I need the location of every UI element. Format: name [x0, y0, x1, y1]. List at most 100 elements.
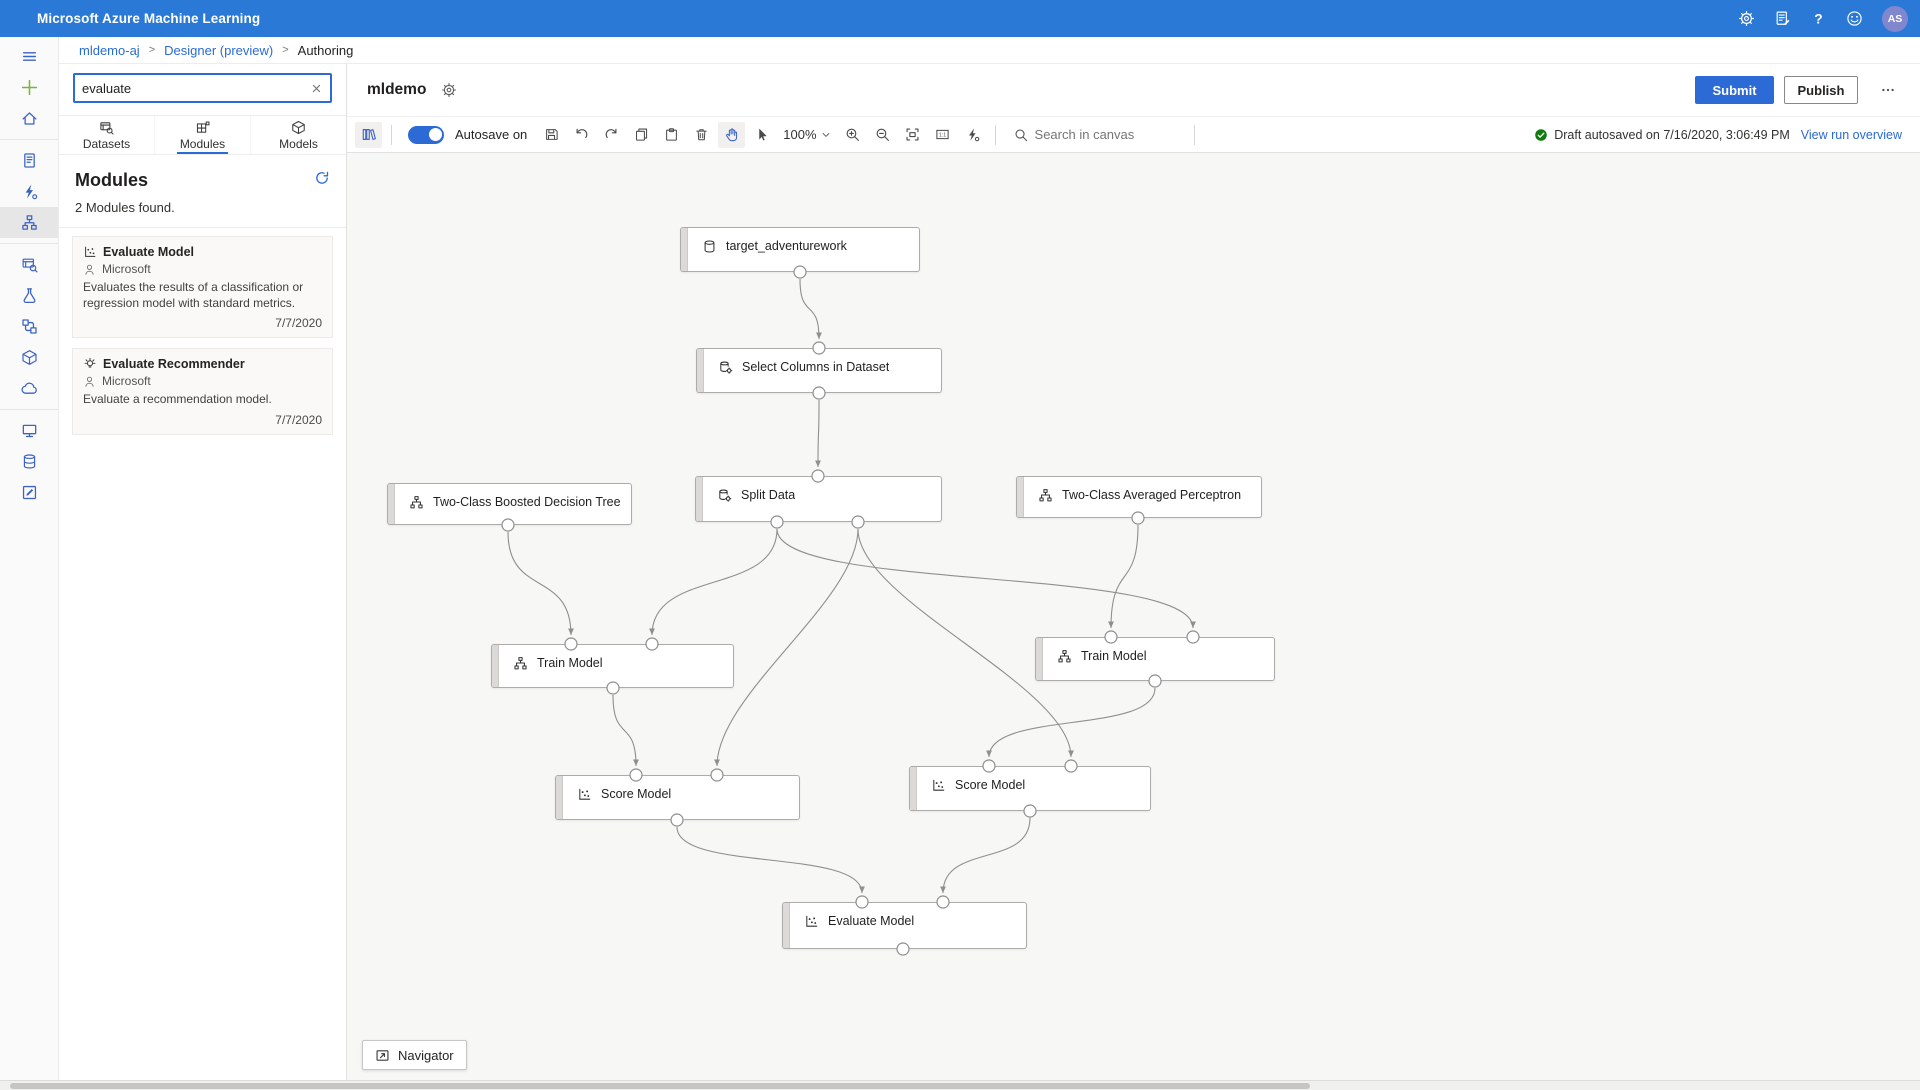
- rail-item-datasets[interactable]: [0, 249, 58, 280]
- feedback-icon[interactable]: [1846, 10, 1863, 27]
- divider: [59, 115, 346, 116]
- rail-item-pipelines[interactable]: [0, 311, 58, 342]
- node-label: Split Data: [741, 488, 796, 502]
- scatter-icon: [804, 914, 819, 929]
- submit-button[interactable]: Submit: [1695, 76, 1774, 104]
- canvas-search-input[interactable]: [1034, 127, 1185, 142]
- tab-models[interactable]: Models: [250, 116, 346, 154]
- undo-icon: [574, 127, 589, 142]
- save-icon: [544, 127, 559, 142]
- pipeline-node-dataset[interactable]: target_adventurework: [680, 227, 920, 272]
- module-palette-toggle-button[interactable]: [355, 121, 382, 148]
- select-tool-button[interactable]: [748, 122, 775, 148]
- release-notes-icon[interactable]: [1774, 10, 1791, 27]
- actual-size-icon: [935, 127, 950, 142]
- pan-tool-button[interactable]: [718, 121, 746, 148]
- rail-item-datastores[interactable]: [0, 446, 58, 477]
- rail-item-notebooks[interactable]: [0, 145, 58, 176]
- paste-button[interactable]: [658, 122, 685, 148]
- check-circle-icon: [1534, 128, 1548, 142]
- navigator-button[interactable]: Navigator: [362, 1040, 467, 1070]
- train-icon: [1057, 649, 1072, 664]
- module-date: 7/7/2020: [275, 316, 322, 331]
- rail-item-automated-ml[interactable]: [0, 176, 58, 207]
- palette-search-input[interactable]: [82, 80, 310, 96]
- pipeline-node-boosted-decision-tree[interactable]: Two-Class Boosted Decision Tree: [387, 483, 632, 525]
- rail-item-data-labeling[interactable]: [0, 477, 58, 508]
- pipeline-settings-icon[interactable]: [441, 82, 457, 98]
- pipeline-node-train-model-right[interactable]: Train Model: [1035, 637, 1275, 681]
- zoom-in-button[interactable]: [839, 122, 866, 148]
- menu-button[interactable]: [0, 41, 58, 72]
- save-button[interactable]: [538, 122, 565, 148]
- zoom-out-button[interactable]: [869, 122, 896, 148]
- refresh-icon: [314, 170, 330, 186]
- undo-button[interactable]: [568, 122, 595, 148]
- more-options-button[interactable]: [1876, 78, 1900, 102]
- rail-item-compute[interactable]: [0, 415, 58, 446]
- pipeline-node-evaluate-model[interactable]: Evaluate Model: [782, 902, 1027, 949]
- module-date: 7/7/2020: [275, 412, 322, 427]
- rail-item-endpoints[interactable]: [0, 373, 58, 404]
- autosave-toggle[interactable]: [408, 125, 444, 144]
- rail-item-experiments: [0, 280, 58, 311]
- canvas-search[interactable]: [1014, 127, 1185, 142]
- tab-datasets[interactable]: Datasets: [59, 116, 154, 154]
- top-app-bar: Microsoft Azure Machine Learning AS: [0, 0, 1920, 37]
- pipeline-node-score-model-right[interactable]: Score Model: [909, 766, 1151, 811]
- rail-item-designer[interactable]: [0, 207, 58, 238]
- pipeline-node-select-columns[interactable]: Select Columns in Dataset: [696, 348, 942, 393]
- navigator-label: Navigator: [398, 1047, 454, 1063]
- pipelines-icon: [21, 318, 38, 335]
- node-label: Train Model: [1081, 649, 1147, 663]
- rail-divider: [0, 139, 58, 140]
- library-icon: [361, 127, 376, 142]
- rail-item-new[interactable]: [0, 72, 58, 103]
- palette-search-box[interactable]: [73, 73, 332, 103]
- app-title: Microsoft Azure Machine Learning: [37, 11, 261, 26]
- help-icon[interactable]: [1810, 10, 1827, 27]
- rail-item-models[interactable]: [0, 342, 58, 373]
- view-run-overview-link[interactable]: View run overview: [1800, 127, 1902, 142]
- tab-modules[interactable]: Modules: [154, 116, 250, 154]
- breadcrumb-designer[interactable]: Designer (preview): [164, 42, 274, 58]
- module-publisher: Microsoft: [102, 374, 151, 389]
- modules-tab-icon: [195, 120, 210, 135]
- node-label: target_adventurework: [726, 239, 847, 253]
- redo-button[interactable]: [598, 122, 625, 148]
- clear-search-icon[interactable]: [310, 82, 323, 95]
- fit-to-screen-button[interactable]: [899, 122, 926, 148]
- pipeline-node-averaged-perceptron[interactable]: Two-Class Averaged Perceptron: [1016, 476, 1262, 518]
- module-result-evaluate-recommender[interactable]: Evaluate Recommender Microsoft Evaluate …: [72, 348, 333, 435]
- breadcrumb-workspace[interactable]: mldemo-aj: [79, 42, 140, 58]
- module-title: Evaluate Recommender: [103, 357, 245, 372]
- horizontal-scrollbar[interactable]: [0, 1080, 1920, 1090]
- rail-item-home[interactable]: [0, 103, 58, 134]
- module-palette-panel: Datasets Modules Models Modules 2 Modul: [59, 64, 347, 1080]
- designer-icon: [21, 214, 38, 231]
- scatter-chart-icon: [83, 245, 97, 259]
- module-result-evaluate-model[interactable]: Evaluate Model Microsoft Evaluates the r…: [72, 236, 333, 339]
- breadcrumb-separator: >: [148, 44, 156, 56]
- zoom-level-dropdown[interactable]: 100%: [783, 127, 830, 142]
- node-label: Evaluate Model: [828, 914, 915, 928]
- copy-button[interactable]: [628, 122, 655, 148]
- avatar[interactable]: AS: [1882, 5, 1908, 32]
- automated-ml-icon: [21, 183, 38, 200]
- scrollbar-thumb[interactable]: [10, 1083, 1310, 1089]
- pipeline-edge: [776, 528, 1196, 629]
- database-gear-icon: [717, 488, 732, 503]
- publish-button[interactable]: Publish: [1784, 76, 1858, 104]
- paste-icon: [664, 127, 679, 142]
- pipeline-edge: [986, 687, 1156, 758]
- auto-layout-button[interactable]: [959, 122, 986, 148]
- data-labeling-icon: [21, 484, 38, 501]
- settings-icon[interactable]: [1738, 10, 1755, 27]
- pipeline-node-split-data[interactable]: Split Data: [695, 476, 942, 522]
- delete-button[interactable]: [688, 122, 715, 148]
- pipeline-node-score-model-left[interactable]: Score Model: [555, 775, 800, 820]
- actual-size-button[interactable]: [929, 122, 956, 148]
- pipeline-node-train-model-left[interactable]: Train Model: [491, 644, 734, 688]
- refresh-button[interactable]: [314, 170, 330, 191]
